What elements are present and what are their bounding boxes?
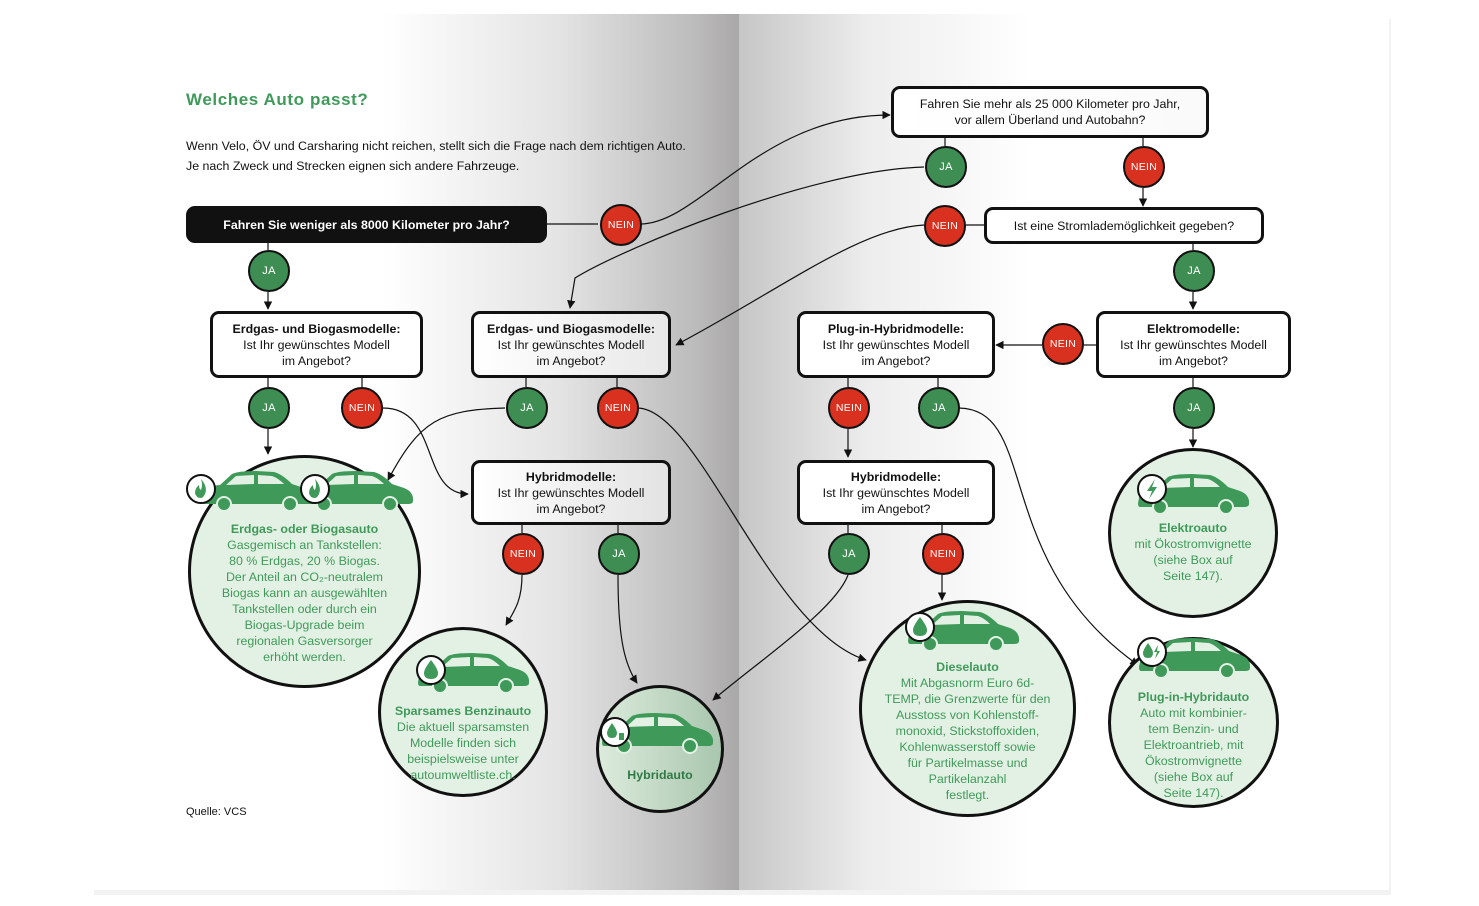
result-benzin-line: beispielsweise unter: [407, 752, 519, 766]
result-plugin-line: Elektroantrieb, mit: [1143, 738, 1244, 752]
result-erdgas-line: Tankstellen oder durch ein: [232, 602, 377, 616]
question-hybrid-left-line3: im Angebot?: [536, 501, 606, 516]
answer-yes: JA: [248, 250, 290, 292]
question-strom: Ist eine Stromlademöglichkeit gegeben?: [984, 207, 1264, 244]
result-diesel-line: monoxid, Stickstoffoxiden,: [895, 724, 1040, 738]
answer-yes: JA: [598, 533, 640, 575]
question-gas-left: Erdgas- und Biogasmodelle: Ist Ihr gewün…: [210, 311, 423, 378]
answer-no: NEIN: [597, 387, 639, 429]
intro-text: Wenn Velo, ÖV und Carsharing nicht reich…: [186, 139, 686, 173]
drop-plug-icon: [600, 717, 630, 747]
answer-yes: JA: [918, 387, 960, 429]
result-benzin-line: Modelle finden sich: [409, 736, 517, 750]
question-gas-middle-line2: Ist Ihr gewünschtes Modell: [497, 337, 645, 352]
answer-yes: JA: [828, 533, 870, 575]
question-hybrid-right-title: Hybridmodelle:: [850, 469, 942, 484]
result-hybrid-title: Hybridauto: [627, 768, 693, 782]
answer-yes: JA: [248, 387, 290, 429]
result-plugin-title: Plug-in-Hybridauto: [1137, 690, 1250, 704]
result-elektro-title: Elektroauto: [1158, 521, 1228, 535]
answer-no: NEIN: [922, 533, 964, 575]
question-start-text: Fahren Sie weniger als 8000 Kilometer pr…: [223, 217, 510, 232]
result-diesel-line: für Partikelmasse und: [907, 756, 1028, 770]
question-plugin-hybrid: Plug-in-Hybridmodelle: Ist Ihr gewünscht…: [797, 311, 995, 378]
question-elektro-title: Elektromodelle:: [1147, 321, 1240, 336]
source-note: Quelle: VCS: [186, 806, 247, 818]
result-erdgas-line: Biogas kann an ausgewählten: [221, 586, 388, 600]
result-elektro-line: mit Ökostromvignette: [1134, 537, 1252, 551]
answer-no: NEIN: [341, 387, 383, 429]
result-diesel-line: Partikelanzahl: [928, 772, 1007, 786]
result-plugin-line: Ökostromvignette: [1144, 754, 1243, 768]
question-gas-middle: Erdgas- und Biogasmodelle: Ist Ihr gewün…: [471, 311, 671, 378]
result-plugin-line: (siehe Box auf: [1153, 770, 1234, 784]
question-hybrid-left-line2: Ist Ihr gewünschtes Modell: [497, 485, 645, 500]
answer-yes: JA: [506, 387, 548, 429]
result-plugin-line: tem Benzin- und: [1148, 722, 1239, 736]
result-benzin-line: Die aktuell sparsamsten: [396, 720, 530, 734]
question-elektro-line2: Ist Ihr gewünschtes Modell: [1120, 337, 1267, 352]
result-benzin-title: Sparsames Benzinauto: [394, 704, 532, 718]
question-gas-middle-line3: im Angebot?: [536, 353, 606, 368]
result-diesel-line: TEMP, die Grenzwerte für den: [884, 692, 1051, 706]
question-gas-middle-title: Erdgas- und Biogasmodelle:: [487, 321, 655, 336]
question-gas-left-title: Erdgas- und Biogasmodelle:: [232, 321, 401, 336]
answer-no: NEIN: [828, 387, 870, 429]
question-plugin-hybrid-line2: Ist Ihr gewünschtes Modell: [822, 337, 970, 352]
bolt-icon: [1137, 474, 1167, 504]
question-plugin-hybrid-line3: im Angebot?: [861, 353, 931, 368]
answer-yes: JA: [925, 146, 967, 188]
result-benzin-auto: Sparsames Benzinauto Die aktuell sparsam…: [378, 627, 548, 797]
result-erdgas-title: Erdgas- oder Biogasauto: [230, 522, 379, 536]
answer-no: NEIN: [600, 204, 642, 246]
answer-no: NEIN: [1042, 323, 1084, 365]
result-erdgas-line: Der Anteil an CO₂-neutralem: [225, 570, 383, 584]
flame-icon: [300, 474, 330, 504]
answer-yes: JA: [1173, 387, 1215, 429]
question-hybrid-right: Hybridmodelle: Ist Ihr gewünschtes Model…: [797, 460, 995, 525]
answer-no: NEIN: [924, 205, 966, 247]
question-km-line1: Fahren Sie mehr als 25 000 Kilometer pro…: [919, 97, 1181, 111]
result-erdgas-line: Gasgemisch an Tankstellen:: [227, 538, 382, 552]
result-diesel-line: Ausstoss von Kohlenstoff-: [895, 708, 1040, 722]
question-km: Fahren Sie mehr als 25 000 Kilometer pro…: [891, 86, 1209, 138]
result-erdgas-line: 80 % Erdgas, 20 % Biogas.: [229, 554, 380, 568]
drop-icon: [416, 655, 446, 685]
result-erdgas-line: Biogas-Upgrade beim: [244, 618, 365, 632]
result-erdgas-line: erhöht werden.: [263, 650, 346, 664]
question-km-line2: vor allem Überland und Autobahn?: [954, 113, 1146, 127]
result-plugin-line: Seite 147).: [1163, 786, 1224, 800]
question-strom-text: Ist eine Stromlademöglichkeit gegeben?: [1013, 218, 1235, 233]
result-diesel-line: Mit Abgasnorm Euro 6d-: [900, 676, 1035, 690]
question-hybrid-right-line3: im Angebot?: [861, 501, 931, 516]
drop-icon: [905, 612, 935, 642]
answer-no: NEIN: [1123, 146, 1165, 188]
drop-bolt-icon: [1137, 637, 1167, 667]
question-plugin-hybrid-title: Plug-in-Hybridmodelle:: [827, 321, 965, 336]
question-gas-left-line3: im Angebot?: [282, 353, 351, 368]
question-hybrid-right-line2: Ist Ihr gewünschtes Modell: [822, 485, 970, 500]
flame-icon: [186, 474, 216, 504]
page-title: Welches Auto passt?: [186, 90, 369, 109]
result-diesel-title: Dieselauto: [936, 660, 999, 674]
question-elektro-line3: im Angebot?: [1159, 353, 1228, 368]
result-elektro-line: Seite 147).: [1163, 569, 1223, 583]
result-diesel-line: Kohlenwasserstoff sowie: [899, 740, 1036, 754]
connector-lines: [263, 110, 1198, 701]
result-plugin-line: Auto mit kombinier-: [1140, 706, 1247, 720]
car-icon: [201, 470, 314, 512]
result-elektro-line: (siehe Box auf: [1153, 553, 1233, 567]
question-hybrid-left: Hybridmodelle: Ist Ihr gewünschtes Model…: [471, 460, 671, 525]
question-elektro: Elektromodelle: Ist Ihr gewünschtes Mode…: [1096, 311, 1291, 378]
result-benzin-line: autoumweltliste.ch.: [410, 768, 516, 782]
answer-yes: JA: [1173, 250, 1215, 292]
question-start: Fahren Sie weniger als 8000 Kilometer pr…: [186, 206, 547, 243]
question-hybrid-left-title: Hybridmodelle:: [525, 469, 617, 484]
result-erdgas-line: regionalen Gasversorger: [236, 634, 373, 648]
answer-no: NEIN: [502, 533, 544, 575]
result-diesel-line: festlegt.: [945, 788, 990, 802]
question-gas-left-line2: Ist Ihr gewünschtes Modell: [243, 337, 390, 352]
